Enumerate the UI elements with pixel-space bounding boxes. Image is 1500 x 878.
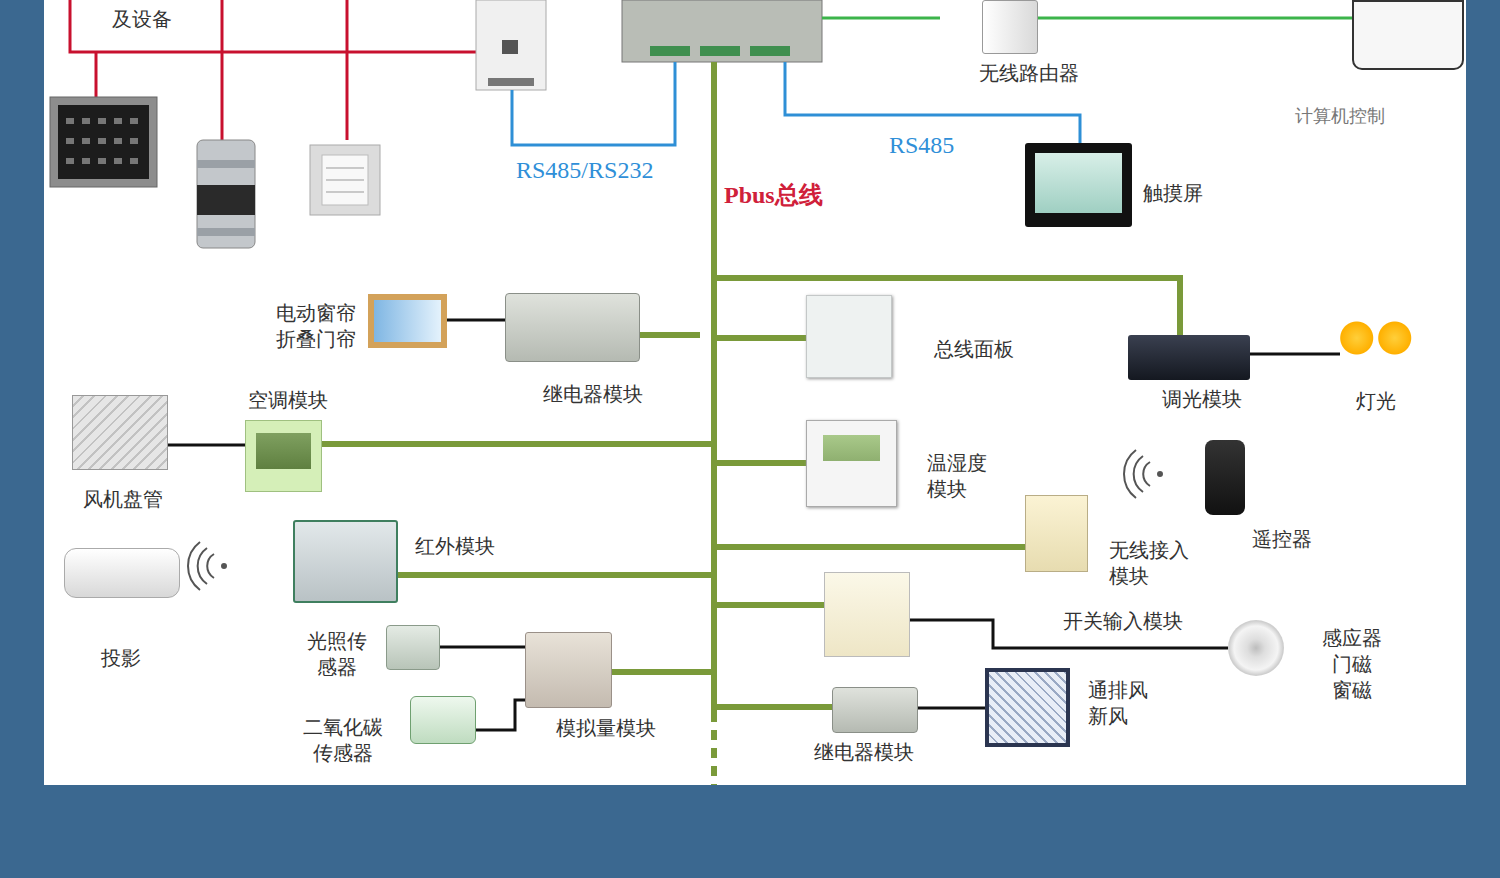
device-label: 风机盘管 xyxy=(63,486,183,512)
device-label: 灯光 xyxy=(1346,388,1406,414)
device-label: 通排风 新风 xyxy=(1088,677,1154,729)
device-label: 二氧化碳 传感器 xyxy=(299,714,387,766)
wire-connector xyxy=(440,646,525,649)
wireless-symbol xyxy=(188,542,226,590)
pbus-trunk xyxy=(322,62,1180,785)
device-label: 模拟量模块 xyxy=(546,715,666,741)
device-label: 无线接入 模块 xyxy=(1109,537,1197,589)
device-node: 触摸屏 xyxy=(1025,143,1132,227)
device-node: 继电器模块 xyxy=(505,293,640,362)
wire-connector xyxy=(1250,353,1340,356)
wire-connector xyxy=(168,444,245,447)
wire-connector xyxy=(918,707,985,710)
device-node: 总线面板 xyxy=(806,295,892,378)
wire-connector xyxy=(476,700,525,730)
device-node: 灯光 xyxy=(1340,318,1416,368)
device-node: 开关输入模块 xyxy=(824,572,910,657)
device-node: 光照传 感器 xyxy=(386,625,440,670)
device-label: 调光模块 xyxy=(1142,386,1262,412)
device-node: 红外模块 xyxy=(293,520,398,603)
wire-connector xyxy=(447,319,505,322)
device-label: 电动窗帘 折叠门帘 xyxy=(276,300,364,352)
device-node: 空调模块 xyxy=(245,420,322,492)
wire-connector xyxy=(910,620,1228,648)
device-label: 总线面板 xyxy=(934,336,1044,362)
device-label: 触摸屏 xyxy=(1143,180,1223,206)
keypad-device xyxy=(50,97,157,187)
device-node: 感应器 门磁 窗磁 xyxy=(1228,620,1284,676)
device-label: 温湿度 模块 xyxy=(927,450,993,502)
device-node: 无线接入 模块 xyxy=(1025,495,1088,572)
switch-panel-device xyxy=(310,145,380,215)
device-label: 光照传 感器 xyxy=(304,628,370,680)
device-node: 调光模块 xyxy=(1128,335,1250,380)
device-node: 二氧化碳 传感器 xyxy=(410,696,476,744)
device-node: 温湿度 模块 xyxy=(806,420,897,507)
device-label: 投影 xyxy=(91,645,151,671)
device-label: 无线路由器 xyxy=(969,60,1089,86)
cylinder-device xyxy=(197,140,255,248)
device-label: 遥控器 xyxy=(1252,526,1332,552)
controller-device xyxy=(622,0,822,62)
bus-label: RS485/RS232 xyxy=(516,155,653,185)
device-node: 投影 xyxy=(64,548,180,598)
device-label: 继电器模块 xyxy=(533,381,653,407)
device-node: 遥控器 xyxy=(1205,440,1245,515)
device-label: 开关输入模块 xyxy=(1063,608,1203,634)
device-label: 空调模块 xyxy=(228,387,348,413)
bus-label: RS485 xyxy=(889,130,954,160)
device-node: 模拟量模块 xyxy=(525,632,612,708)
device-label: 感应器 门磁 窗磁 xyxy=(1321,625,1383,703)
device-label: 红外模块 xyxy=(415,533,525,559)
device-node: 计算机控制 xyxy=(1352,0,1464,70)
device-node: 无线路由器 xyxy=(982,0,1038,54)
device-label: 继电器模块 xyxy=(804,739,924,765)
red-bus-wires xyxy=(70,0,476,145)
wire-connector xyxy=(1038,17,1352,20)
device-node: 通排风 新风 xyxy=(985,668,1070,747)
network-wire xyxy=(822,17,940,20)
bus-label: Pbus总线 xyxy=(724,180,823,210)
gateway-device xyxy=(476,0,546,90)
device-node: 电动窗帘 折叠门帘 xyxy=(368,294,447,348)
wireless-symbol xyxy=(1124,450,1162,498)
white-panel xyxy=(44,0,1466,785)
device-label: 计算机控制 xyxy=(1280,103,1400,129)
bus-label: 及设备 xyxy=(112,6,172,32)
device-node: 继电器模块 xyxy=(832,687,918,733)
device-node: 风机盘管 xyxy=(72,395,168,470)
